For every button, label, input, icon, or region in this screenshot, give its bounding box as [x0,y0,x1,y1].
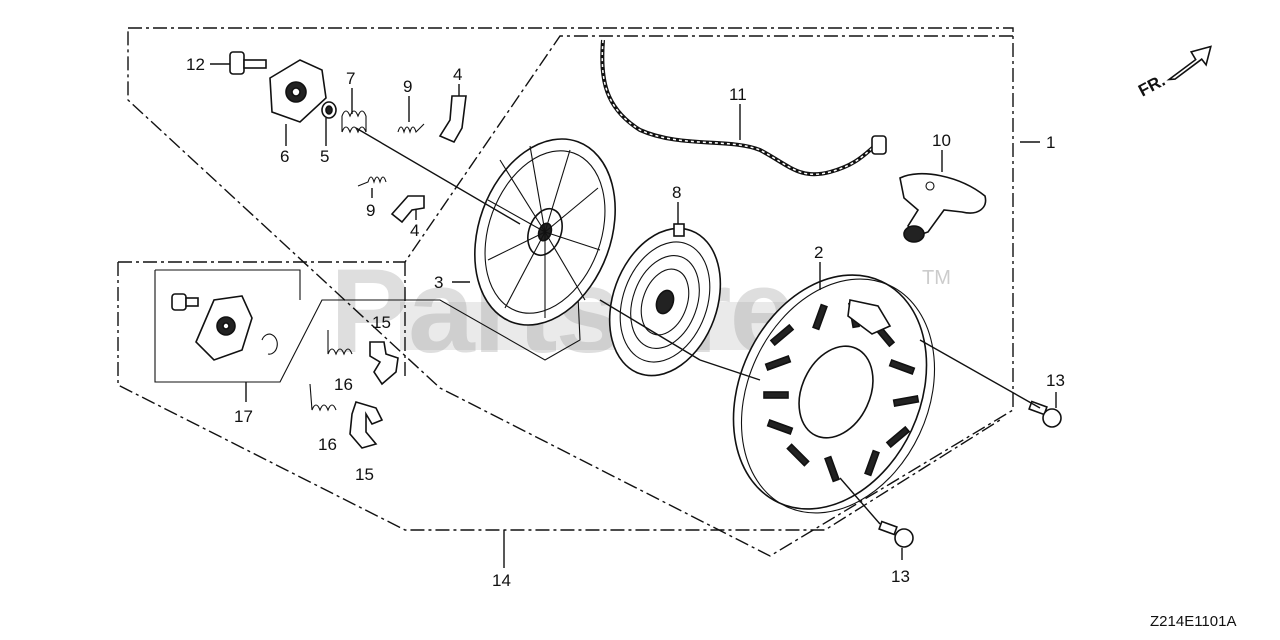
callout-10: 10 [932,131,951,150]
svg-text:FR.: FR. [1135,71,1168,101]
part-4-pawl-b [390,195,425,224]
part-9-spring-b [357,176,387,187]
callout-5: 5 [320,147,329,166]
drawing-code: Z214E1101A [1150,613,1236,630]
part-11-rope-inner [601,39,881,176]
part-10-handle [899,172,987,243]
callout-16a: 16 [334,375,353,394]
callout-16b: 16 [318,435,337,454]
assembly-boundary-17b [154,229,581,383]
assembly-boundary-14 [118,35,1013,263]
callout-8: 8 [672,183,681,202]
leader-lines [210,63,1057,568]
part-7-spring [341,110,367,134]
watermark-tm: TM [922,267,951,289]
callout-9a: 9 [403,77,412,96]
front-direction-indicator: FR. [1135,45,1212,101]
callout-13a: 13 [1046,371,1065,390]
callout-4a: 4 [453,65,462,84]
part-9-spring-a [397,123,425,134]
part-13-bolt-b [878,520,914,548]
part-6-cam [269,59,327,123]
part-16-spring-b [309,383,337,412]
part-2-starter-case [732,274,936,514]
callout-9b: 9 [366,201,375,220]
part-8-recoil-spring [608,223,722,377]
part-17-cam-assembly [171,293,278,361]
part-13-bolt-a [1028,400,1062,428]
part-16-spring-a [327,330,353,356]
part-12-bolt [229,51,267,75]
callout-11: 11 [729,85,747,104]
part-11-rope-end [871,135,887,155]
callout-4b: 4 [410,221,419,240]
callout-13b: 13 [891,567,910,586]
part-15-pawl-a [369,341,399,386]
callout-3: 3 [434,273,443,292]
part-15-pawl-b [349,401,384,449]
part-11-rope [600,39,882,177]
part-5-washer [321,101,337,119]
part-4-pawl-a [438,95,467,144]
callout-17: 17 [234,407,253,426]
assembly-boundary-14b [117,262,1001,531]
callout-14: 14 [492,571,511,590]
assembly-boundary-17 [155,269,301,300]
callout-1: 1 [1046,133,1055,152]
part-3-reel [474,138,616,326]
callout-2: 2 [814,243,823,262]
callout-15a: 15 [372,313,391,332]
callout-7: 7 [346,69,355,88]
callout-6: 6 [280,147,289,166]
callout-15b: 15 [355,465,374,484]
callout-12: 12 [186,55,205,74]
assembly-boundary-1 [127,27,1014,557]
